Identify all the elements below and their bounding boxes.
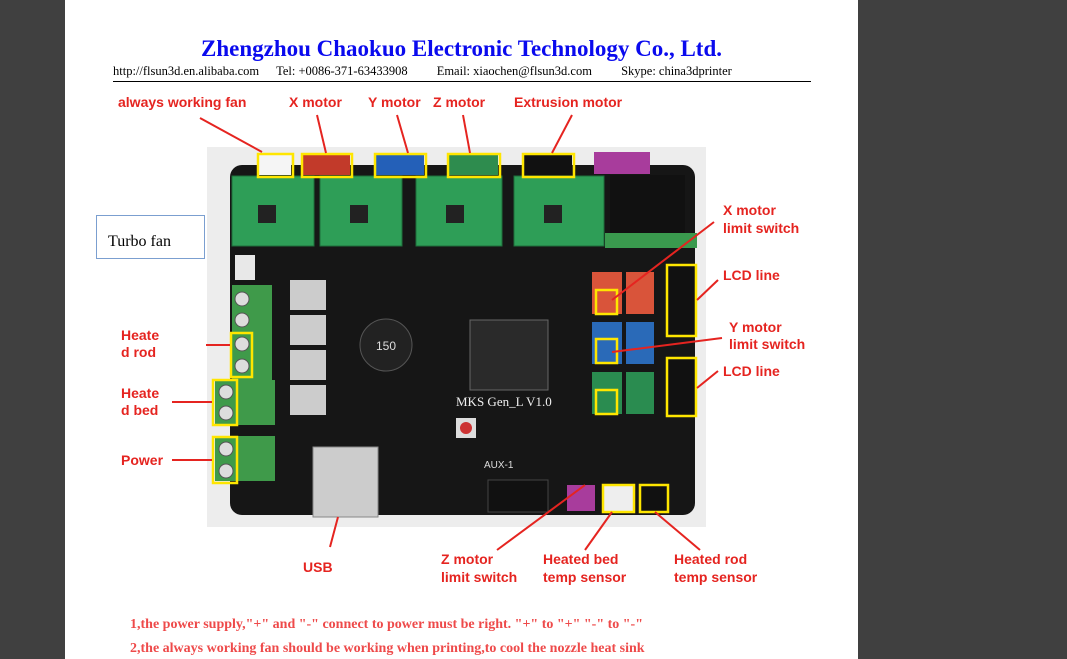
- stepper-drivers: [231, 175, 605, 247]
- label-x-limit-1: X motor: [723, 202, 776, 218]
- note-2: 2,the always working fan should be worki…: [130, 641, 645, 656]
- label-heated-bed-1: Heate: [121, 385, 159, 401]
- label-z-limit-1: Z motor: [441, 551, 494, 567]
- label-bed-temp-2: temp sensor: [543, 569, 627, 585]
- inductor-label: 150: [376, 339, 396, 353]
- label-y-limit-1: Y motor: [729, 319, 782, 335]
- label-usb: USB: [303, 559, 333, 575]
- label-rod-temp-2: temp sensor: [674, 569, 758, 585]
- label-heated-rod-2: d rod: [121, 344, 156, 360]
- label-y-motor: Y motor: [368, 94, 421, 110]
- label-rod-temp-1: Heated rod: [674, 551, 747, 567]
- label-always-working-fan: always working fan: [118, 94, 246, 110]
- label-lcd-line-2: LCD line: [723, 363, 780, 379]
- label-power: Power: [121, 452, 164, 468]
- label-z-motor: Z motor: [433, 94, 486, 110]
- note-1: 1,the power supply,"+" and "-" connect t…: [130, 617, 643, 632]
- aux-label: AUX-1: [484, 460, 514, 471]
- contact-line: http://flsun3d.en.alibaba.com Tel: +0086…: [113, 64, 811, 82]
- label-extrusion-motor: Extrusion motor: [514, 94, 623, 110]
- label-y-limit-2: limit switch: [729, 336, 805, 352]
- label-bed-temp-1: Heated bed: [543, 551, 618, 567]
- label-x-limit-2: limit switch: [723, 220, 799, 236]
- telephone: Tel: +0086-371-63433908: [276, 64, 408, 78]
- turbo-fan-callout: Turbo fan: [96, 215, 205, 259]
- company-title: Zhengzhou Chaokuo Electronic Technology …: [200, 36, 722, 61]
- turbo-fan-label: Turbo fan: [108, 233, 171, 250]
- label-lcd-line-1: LCD line: [723, 267, 780, 283]
- email: Email: xiaochen@flsun3d.com: [436, 64, 592, 78]
- board-name: MKS Gen_L V1.0: [456, 394, 552, 409]
- document-page: Zhengzhou Chaokuo Electronic Technology …: [65, 0, 858, 659]
- label-heated-rod-1: Heate: [121, 327, 159, 343]
- label-heated-bed-2: d bed: [121, 402, 158, 418]
- skype: Skype: china3dprinter: [621, 64, 732, 78]
- label-x-motor: X motor: [289, 94, 342, 110]
- label-z-limit-2: limit switch: [441, 569, 517, 585]
- website: http://flsun3d.en.alibaba.com: [113, 64, 260, 78]
- highlight-boxes: [256, 152, 576, 179]
